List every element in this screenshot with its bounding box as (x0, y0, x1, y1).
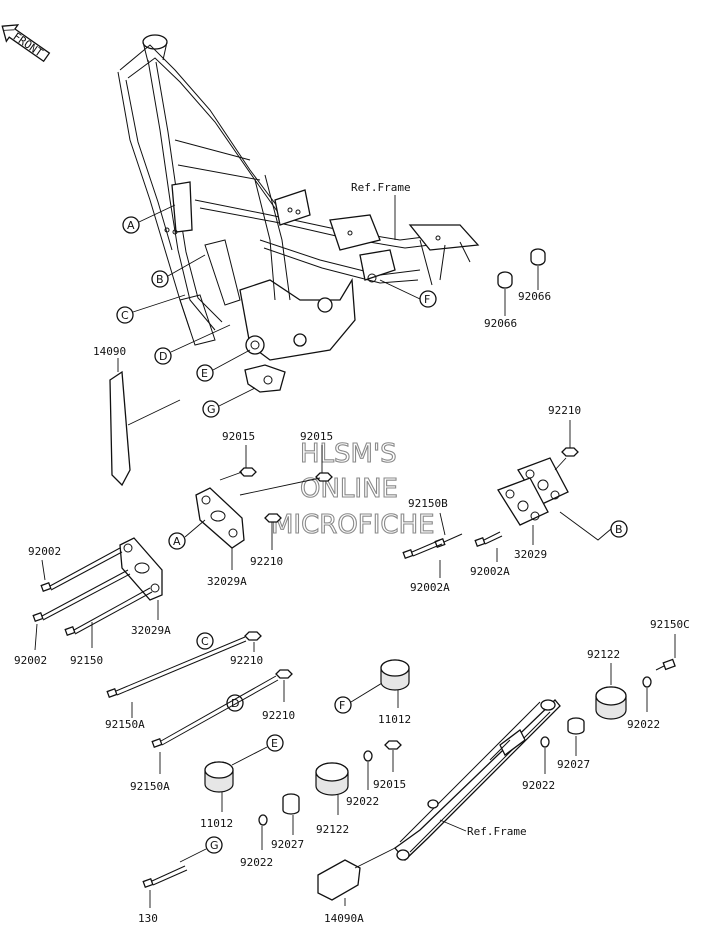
part-92210-nut-topright: 92210 (548, 404, 581, 471)
ref-frame-label-bottom: Ref.Frame (467, 825, 527, 838)
svg-text:14090: 14090 (93, 345, 126, 358)
svg-text:32029A: 32029A (207, 575, 247, 588)
part-11012-collar-E: E 11012 (200, 734, 284, 830)
svg-text:92015: 92015 (373, 778, 406, 791)
callout-E-frame: E (196, 349, 251, 382)
part-92002-bolts: 92002 92002 (14, 545, 131, 667)
svg-text:92015: 92015 (222, 430, 255, 443)
svg-text:B: B (156, 273, 164, 286)
callout-A-plate: A (168, 519, 206, 550)
svg-text:92210: 92210 (548, 404, 581, 417)
svg-text:92066: 92066 (518, 290, 551, 303)
part-right-bolt-set: 92122 92027 92022 92022 92150C (522, 618, 690, 792)
part-92066-caps: 92066 92066 (484, 248, 551, 330)
part-32029A-upper: 32029A (195, 471, 321, 588)
callout-B-plates: B (559, 511, 628, 541)
engine-mount-bracket: Ref.Frame 14090A (317, 699, 561, 925)
svg-text:32029A: 32029A (131, 624, 171, 637)
svg-text:92015: 92015 (300, 430, 333, 443)
svg-text:92002: 92002 (14, 654, 47, 667)
part-92150-bolt: 92150 (64, 587, 153, 667)
callout-B-frame: B (151, 254, 206, 288)
part-32029-plates: 32029 (497, 457, 569, 561)
svg-text:11012: 11012 (200, 817, 233, 830)
callout-F-frame: F (379, 279, 437, 308)
callout-G-frame: G (202, 387, 256, 418)
svg-text:HLSM'S: HLSM'S (300, 439, 397, 469)
svg-text:C: C (121, 309, 129, 322)
svg-text:92022: 92022 (522, 779, 555, 792)
front-arrow-badge: FRONT (1, 24, 51, 63)
svg-text:92066: 92066 (484, 317, 517, 330)
svg-text:11012: 11012 (378, 713, 411, 726)
svg-text:92027: 92027 (271, 838, 304, 851)
svg-text:92022: 92022 (627, 718, 660, 731)
svg-text:E: E (201, 367, 208, 380)
svg-text:92002A: 92002A (410, 581, 450, 594)
svg-text:A: A (127, 219, 135, 232)
part-32029A-lower: 32029A (119, 537, 171, 637)
svg-text:92027: 92027 (557, 758, 590, 771)
svg-text:B: B (615, 523, 623, 536)
part-14090-guard: 14090 (93, 345, 181, 487)
svg-text:D: D (159, 350, 167, 363)
svg-text:14090A: 14090A (324, 912, 364, 925)
svg-text:92150: 92150 (70, 654, 103, 667)
svg-text:92122: 92122 (316, 823, 349, 836)
svg-text:F: F (339, 699, 345, 712)
svg-text:92210: 92210 (250, 555, 283, 568)
motorcycle-frame (117, 34, 480, 393)
svg-text:ONLINE: ONLINE (300, 474, 398, 504)
svg-text:E: E (271, 737, 278, 750)
svg-text:92002A: 92002A (470, 565, 510, 578)
svg-text:32029: 32029 (514, 548, 547, 561)
svg-text:A: A (173, 535, 181, 548)
callout-D-frame: D (154, 324, 231, 365)
svg-text:92150A: 92150A (105, 718, 145, 731)
ref-frame-label-top: Ref.Frame (351, 181, 411, 194)
part-92150A-bolt-C: C 92210 92150A (105, 631, 263, 731)
callout-C-frame: C (116, 294, 186, 324)
part-92150B-92002A-bolts: 92150B 92002A 92002A (402, 497, 510, 594)
svg-text:92150B: 92150B (408, 497, 448, 510)
svg-text:MICROFICHE: MICROFICHE (271, 510, 435, 540)
watermark: HLSM'S ONLINE MICROFICHE (270, 438, 435, 540)
svg-text:92022: 92022 (240, 856, 273, 869)
svg-text:92210: 92210 (262, 709, 295, 722)
part-92150A-bolt-D: D 92210 92150A (130, 669, 295, 793)
svg-text:92002: 92002 (28, 545, 61, 558)
svg-text:F: F (424, 293, 430, 306)
svg-text:130: 130 (138, 912, 158, 925)
svg-text:G: G (210, 839, 219, 852)
callout-A-frame: A (122, 204, 176, 234)
part-G-bolt-set: G 130 92022 92027 (138, 793, 304, 925)
svg-text:92150C: 92150C (650, 618, 690, 631)
svg-text:C: C (201, 635, 209, 648)
part-92210-nut-mid: 92210 (250, 513, 283, 568)
part-92015-nuts: 92015 92015 (222, 430, 333, 482)
svg-text:92150A: 92150A (130, 780, 170, 793)
front-label: FRONT (11, 30, 46, 60)
svg-text:92122: 92122 (587, 648, 620, 661)
part-92122-collar-mid: 92122 92022 92015 (315, 740, 406, 836)
part-11012-collar-F: F 11012 (334, 659, 411, 726)
svg-text:92210: 92210 (230, 654, 263, 667)
svg-text:G: G (207, 403, 216, 416)
svg-text:92022: 92022 (346, 795, 379, 808)
